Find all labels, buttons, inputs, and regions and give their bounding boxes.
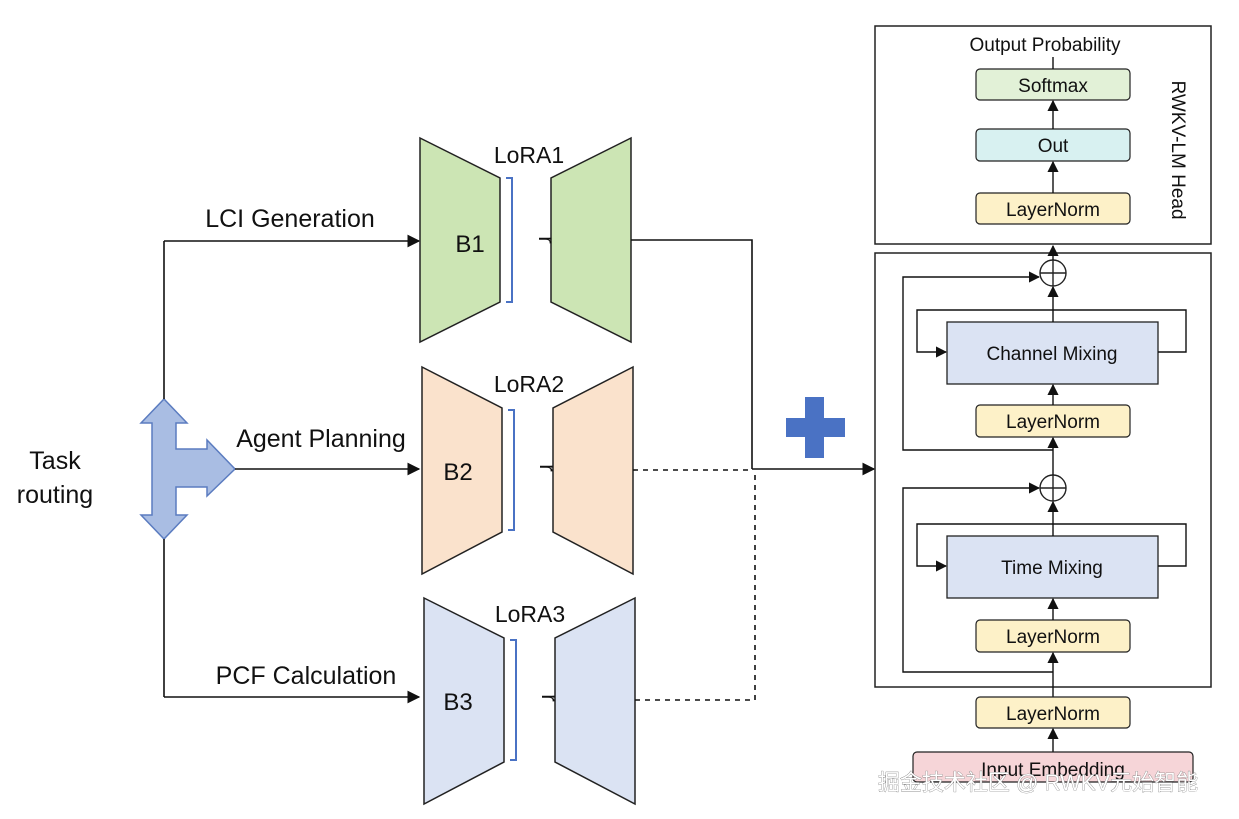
softmax-label: Softmax	[1018, 76, 1088, 97]
input-section: LayerNorm Input Embedding	[912, 696, 1194, 783]
routing-lines	[163, 234, 421, 704]
block-layernorm-top-label: LayerNorm	[1006, 412, 1100, 433]
block-layernorm-bottom-label: LayerNorm	[1006, 627, 1100, 648]
input-layernorm-label: LayerNorm	[1006, 704, 1100, 725]
lora2-title: LoRA2	[494, 371, 564, 397]
lora2-module: LoRA2 B2 r	[421, 365, 634, 576]
rwkv-lm-head-label: RWKV-LM Head	[1167, 80, 1188, 219]
lora2-rank-label: r	[535, 464, 561, 472]
channel-mixing-box	[946, 321, 1159, 385]
task-routing-line1: Task	[29, 447, 81, 475]
output-probability-label: Output Probability	[969, 35, 1121, 56]
lora3-b-label: B3	[443, 689, 472, 716]
lora-output-lines	[631, 239, 876, 701]
watermark-text: 掘金技术社区 @ RWKV元始智能	[878, 770, 1198, 795]
lora1-module: LoRA1 B1 r	[419, 136, 632, 344]
route-label-lci-generation: LCI Generation	[205, 205, 375, 233]
rwkv-block: Channel Mixing LayerNorm Time Mixing Lay…	[874, 244, 1212, 698]
out-label: Out	[1038, 136, 1069, 157]
time-mixing-box	[946, 535, 1159, 599]
task-routing-label: Task routing	[17, 447, 93, 509]
lora3-rank-label: r	[537, 694, 563, 702]
time-mixing-label: Time Mixing	[1001, 558, 1103, 579]
route-label-pcf-calculation: PCF Calculation	[216, 662, 397, 690]
lora1-rank-label: r	[534, 236, 560, 244]
head-layernorm-label: LayerNorm	[1006, 200, 1100, 221]
lora1-title: LoRA1	[494, 142, 564, 168]
routing-arrow-icon	[139, 397, 237, 541]
lora3-module: LoRA3 B3 r	[423, 596, 636, 806]
channel-mixing-label: Channel Mixing	[987, 344, 1118, 365]
plus-icon	[786, 397, 845, 458]
input-embedding-box	[912, 751, 1194, 783]
route-label-agent-planning: Agent Planning	[236, 425, 406, 453]
input-embedding-label: Input Embedding	[981, 760, 1125, 781]
lora1-b-label: B1	[455, 231, 484, 258]
task-routing-line2: routing	[17, 481, 93, 509]
lora3-title: LoRA3	[495, 601, 565, 627]
lora2-b-label: B2	[443, 459, 472, 486]
rwkv-lm-head: Output Probability RWKV-LM Head Softmax …	[874, 25, 1212, 245]
